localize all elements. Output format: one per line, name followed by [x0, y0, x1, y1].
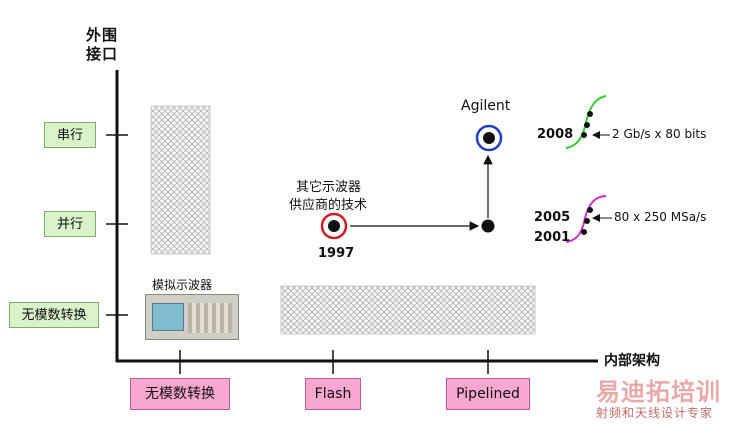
spec-2008-label: 2 Gb/s x 80 bits — [612, 127, 707, 141]
y-axis-label-line2: 接口 — [86, 45, 119, 63]
y-category-no-adc: 无模数转换 — [9, 302, 99, 328]
marker-agilent-dot — [483, 132, 495, 144]
other-vendor-label-line2: 供应商的技术 — [289, 198, 368, 213]
x-axis-label: 内部架构 — [604, 353, 660, 369]
analog-scope-label: 模拟示波器 — [152, 278, 213, 292]
curve-dot-2 — [584, 122, 590, 128]
year-2001-label: 2001 — [534, 230, 571, 245]
curve-dot-5 — [584, 218, 590, 224]
oscilloscope-knobs — [188, 303, 232, 333]
magenta-curve — [565, 195, 607, 243]
y-category-parallel: 并行 — [44, 211, 96, 237]
y-category-serial: 串行 — [44, 122, 96, 148]
watermark-tagline: 射频和天线设计专家 — [596, 406, 714, 420]
green-curve — [565, 95, 607, 149]
spec-2005-label: 80 x 250 MSa/s — [614, 210, 707, 224]
curve-dot-1 — [581, 132, 587, 138]
agilent-label: Agilent — [461, 98, 511, 114]
x-category-pipelined: Pipelined — [446, 378, 530, 410]
marker-1997-dot — [328, 220, 340, 232]
year-2008-label: 2008 — [537, 127, 574, 142]
other-vendor-label-line1: 其它示波器 — [296, 180, 362, 195]
watermark-brand: 易迪拓培训 — [596, 378, 721, 406]
y-axis-label-line1: 外围 — [86, 26, 119, 44]
y-axis-label: 外围 接口 — [86, 26, 118, 64]
curve-dot-3 — [587, 111, 593, 117]
year-1997-label: 1997 — [318, 246, 355, 261]
curve-dot-6 — [587, 207, 593, 213]
x-category-no-adc: 无模数转换 — [130, 378, 230, 410]
year-2005-label: 2005 — [534, 210, 571, 225]
curve-dot-4 — [581, 229, 587, 235]
hatched-region-vertical — [150, 105, 211, 255]
oscilloscope-icon — [145, 294, 239, 340]
oscilloscope-screen — [152, 303, 184, 331]
x-category-flash: Flash — [305, 378, 361, 410]
hatched-region-horizontal — [280, 285, 536, 335]
marker-pipelined-parallel — [481, 219, 495, 233]
